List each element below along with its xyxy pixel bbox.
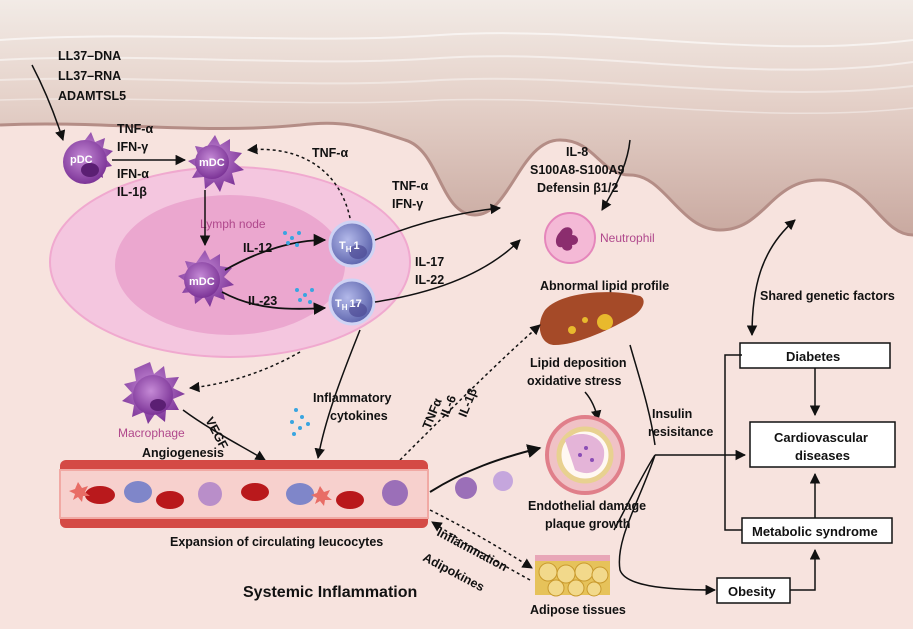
cytokine-il22: IL-22 (415, 273, 444, 287)
liver-icon (539, 292, 644, 345)
cytokine-il12: IL-12 (243, 241, 272, 255)
cytokine-tnf-alpha-feedback: TNF-α (312, 146, 348, 160)
plaque-growth-label: plaque growth (545, 517, 630, 531)
inflammatory-label: Inflammatory (313, 391, 392, 405)
il23-arrow (221, 291, 327, 315)
macrophage-label: Macrophage (118, 426, 185, 440)
adipose-label: Adipose tissues (530, 603, 626, 617)
cytokine-il-1beta-1: IL-1β (117, 185, 147, 199)
skin-layer (0, 0, 913, 237)
insulin-to-obesity-arrow (618, 454, 717, 596)
diabetes-metabolic-bracket (724, 354, 742, 531)
inflammatory-particles (290, 408, 310, 436)
neutrophil-label: Neutrophil (600, 231, 655, 245)
cardio-label-2: diseases (795, 448, 850, 463)
trigger-arrow (31, 64, 66, 142)
il12-arrow (224, 233, 327, 271)
shared-genetic-arrow (746, 219, 796, 337)
artery-plaque-icon (545, 415, 625, 495)
systemic-inflammation-label: Systemic Inflammation (243, 584, 417, 601)
th1-cell (328, 220, 376, 268)
trigger-adamtsl5: ADAMTSL5 (58, 89, 126, 103)
neutrophil-cell (544, 212, 596, 264)
resistance-label: resisitance (648, 425, 713, 439)
obesity-label: Obesity (728, 584, 776, 599)
obesity-box (716, 577, 791, 604)
cytokines-label: cytokines (330, 409, 388, 423)
inflammation-arrow (429, 509, 533, 569)
tnf-feedback-arrow (246, 143, 353, 231)
skin-to-neutrophil-arrow (601, 139, 631, 211)
cytokine-il1beta-systemic: IL-1β (456, 386, 480, 419)
trigger-ll37-rna: LL37–RNA (58, 69, 121, 83)
mdc-label: mDC (199, 157, 225, 169)
il23-particles (295, 288, 314, 304)
th17-to-vessel-arrow (314, 329, 361, 460)
trigger-ll37-dna: LL37–DNA (58, 49, 121, 63)
th17-cell (328, 278, 376, 326)
liver-to-insulin-line (629, 344, 656, 446)
angiogenesis-label: Angiogenesis (142, 446, 224, 460)
cytokine-il6-systemic: IL-6 (438, 393, 459, 419)
macrophage-to-vessel-arrow (182, 409, 266, 461)
blood-vessel (59, 460, 429, 528)
lymph-to-macrophage-arrow (188, 351, 301, 393)
th17-to-neutrophil-arrow (374, 239, 521, 303)
shared-genetic-label: Shared genetic factors (760, 289, 895, 303)
metabolic-label: Metabolic syndrome (752, 524, 878, 539)
cytokine-ifn-alpha: IFN-α (117, 167, 149, 181)
mdc-cell (188, 135, 244, 192)
endothelial-damage-label: Endothelial damage (528, 499, 646, 513)
factor-il8: IL-8 (566, 145, 588, 159)
vessel-to-liver-arrow (399, 324, 541, 461)
obesity-to-metabolic-arrow (790, 548, 821, 591)
macrophage-cell (122, 362, 185, 424)
mdc-lymph-cell (178, 250, 234, 307)
cardio-label-1: Cardiovascular (774, 430, 868, 445)
pdc-cell (63, 132, 113, 184)
diabetes-label: Diabetes (786, 349, 840, 364)
monocyte-icons (455, 471, 513, 499)
cytokine-tnf-alpha-th1: TNF-α (392, 179, 428, 193)
vessel-to-plaque-arrow (429, 444, 542, 493)
cytokine-ifn-gamma-th1: IFN-γ (392, 197, 423, 211)
factor-s100a8-s100a9: S100A8-S100A9 (530, 163, 625, 177)
il12-particles (283, 231, 301, 247)
expansion-label: Expansion of circulating leucocytes (170, 535, 383, 549)
pdc-label: pDC (70, 154, 93, 166)
insulin-label: Insulin (652, 407, 692, 421)
lymph-node-label: Lymph node (200, 217, 266, 231)
th1-to-skin-arrow (374, 203, 502, 241)
oxidative-stress-label: oxidative stress (527, 374, 622, 388)
cardio-box (749, 421, 896, 468)
factor-defensin: Defensin β1/2 (537, 181, 618, 195)
adipose-tissue-icon (535, 555, 610, 597)
abnormal-lipid-label: Abnormal lipid profile (540, 279, 669, 293)
mdc-lymph-label: mDC (189, 276, 215, 288)
lipid-deposition-label: Lipid deposition (530, 356, 627, 370)
plaque-to-insulin-line (613, 454, 656, 531)
adipokines-arrow (431, 521, 531, 581)
cytokine-il17: IL-17 (415, 255, 444, 269)
cytokine-tnf-alpha-1: TNF-α (117, 122, 153, 136)
cytokine-il23: IL-23 (248, 294, 277, 308)
cytokine-ifn-gamma-1: IFN-γ (117, 140, 148, 154)
